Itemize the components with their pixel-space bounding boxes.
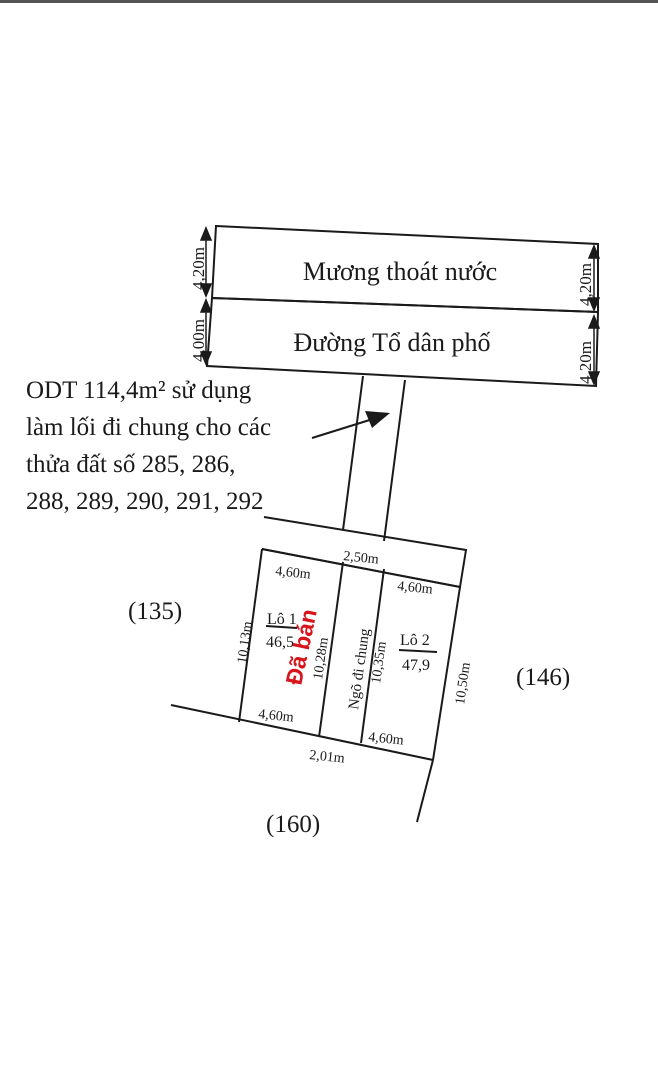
note-line: ODT 114,4m² sử dụng	[26, 377, 252, 404]
lane-bottom-width: 2,01m	[309, 748, 346, 767]
note-line: làm lối đi chung cho các	[26, 414, 272, 441]
plot-lines	[170, 224, 600, 823]
dimension-arrows	[199, 226, 601, 386]
note-pointer-arrow	[311, 411, 390, 439]
lot1-left-edge	[238, 548, 263, 723]
lot2-right-edge	[432, 586, 461, 761]
arrow-head	[199, 298, 213, 313]
lot2-bottom-edge: 4,60m	[368, 730, 405, 749]
arrow-head	[199, 226, 213, 241]
note-line: thửa đất số 285, 286,	[26, 451, 236, 478]
arrow-head	[199, 283, 213, 298]
shared-lane-note: ODT 114,4m² sử dụng làm lối đi chung cho…	[26, 372, 326, 520]
lane-right-line	[383, 379, 406, 542]
arrow-head	[587, 371, 601, 386]
lot2-name: Lô 2	[400, 632, 430, 649]
top-border	[0, 0, 658, 3]
lane-west-edge	[318, 561, 344, 738]
road-width-left: 4,00m	[189, 319, 208, 362]
lane-east-edge	[360, 568, 385, 744]
lot2-top-edge: 4,60m	[397, 579, 434, 598]
arrow-head	[587, 314, 601, 329]
lot1-name: Lô 1	[267, 611, 297, 628]
arrow-head	[199, 351, 213, 366]
lane-top-width: 2,50m	[343, 549, 380, 568]
lot1-fraction-bar	[265, 625, 298, 629]
arrow-head	[587, 244, 601, 259]
lot2-left-edge: 10,35m	[369, 640, 390, 684]
road-strip	[205, 296, 600, 388]
lot1-top-edge: 4,60m	[275, 564, 312, 583]
lot2-fraction-bar	[398, 649, 438, 653]
neighbor-west: (135)	[128, 598, 182, 625]
lot1-right-edge: 10,28m	[311, 636, 332, 680]
road-width-right: 4,20m	[576, 341, 595, 384]
lane-left-line	[342, 375, 364, 531]
south-boundary	[170, 704, 434, 761]
neighbor-south: (160)	[266, 811, 320, 838]
east-boundary-extension	[416, 759, 434, 823]
canal-width-right: 4,20m	[576, 263, 595, 306]
note-line: 288, 289, 290, 291, 292	[26, 488, 264, 515]
neighbor-east: (146)	[516, 664, 570, 691]
lane-label: Ngõ đi chung	[346, 627, 373, 711]
road-label: Đường Tổ dân phố	[293, 328, 490, 357]
lots-top-edge	[261, 548, 461, 588]
canal-width-left: 4,20m	[189, 247, 208, 290]
lot2-area: 47,9	[402, 657, 430, 674]
lot1-area: 46,5	[266, 634, 294, 651]
lot2-right-edge: 10,50m	[453, 661, 474, 705]
canal-label: Mương thoát nước	[303, 257, 497, 286]
lot1-left-edge: 10,13m	[235, 620, 256, 664]
lot1-bottom-edge: 4,60m	[258, 707, 295, 726]
arrow-head	[587, 297, 601, 312]
